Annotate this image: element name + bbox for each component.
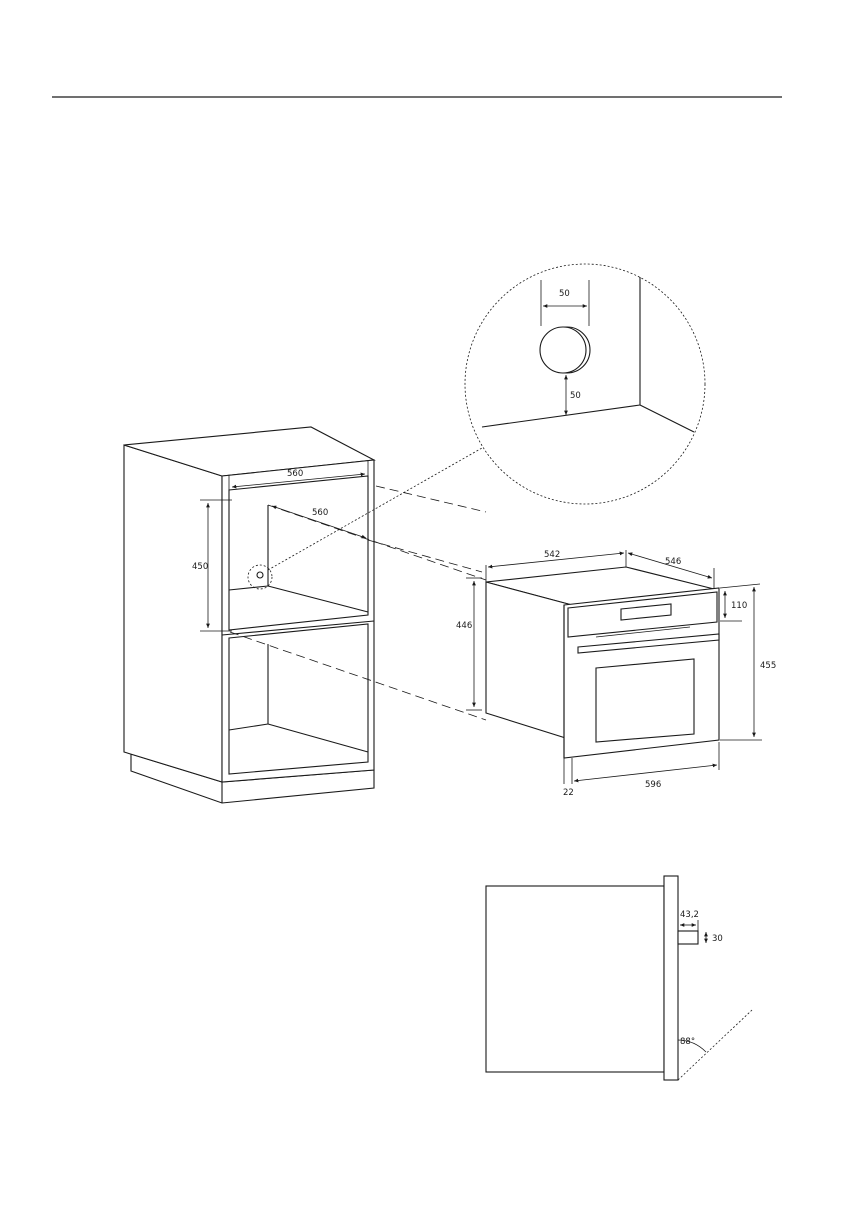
dim-oven-body-height: 446: [456, 621, 472, 631]
socket-large: [540, 327, 586, 373]
dim-cabinet-width: 560: [287, 469, 303, 479]
dim-socket-offset: 50: [570, 391, 581, 401]
dim-oven-total-height: 455: [760, 661, 776, 671]
dim-panel-height: 110: [731, 601, 747, 611]
door-window: [596, 659, 694, 742]
lower-niche: [229, 624, 368, 774]
oven-body: [486, 582, 572, 740]
side-view: 43,2 30 88°: [486, 876, 752, 1080]
dim-oven-side-depth: 546: [665, 557, 681, 567]
dim-door-angle: 88°: [680, 1037, 695, 1047]
dim-handle-height: 30: [712, 934, 723, 944]
side-door: [664, 876, 678, 1080]
dim-cabinet-depth: 560: [312, 508, 328, 518]
cabinet: [124, 427, 374, 803]
dim-socket-width: 50: [559, 289, 570, 299]
cabinet-side: [124, 445, 222, 782]
dim-oven-width: 596: [645, 780, 661, 790]
dim-cabinet-height: 450: [192, 562, 208, 572]
detail-circle: [465, 264, 705, 504]
side-body: [486, 886, 664, 1072]
dim-handle-depth: 43,2: [680, 910, 699, 920]
dim-oven-depth: 542: [544, 550, 560, 560]
dim-front-thickness: 22: [563, 788, 574, 798]
side-handle: [678, 931, 698, 944]
oven: [486, 567, 719, 758]
